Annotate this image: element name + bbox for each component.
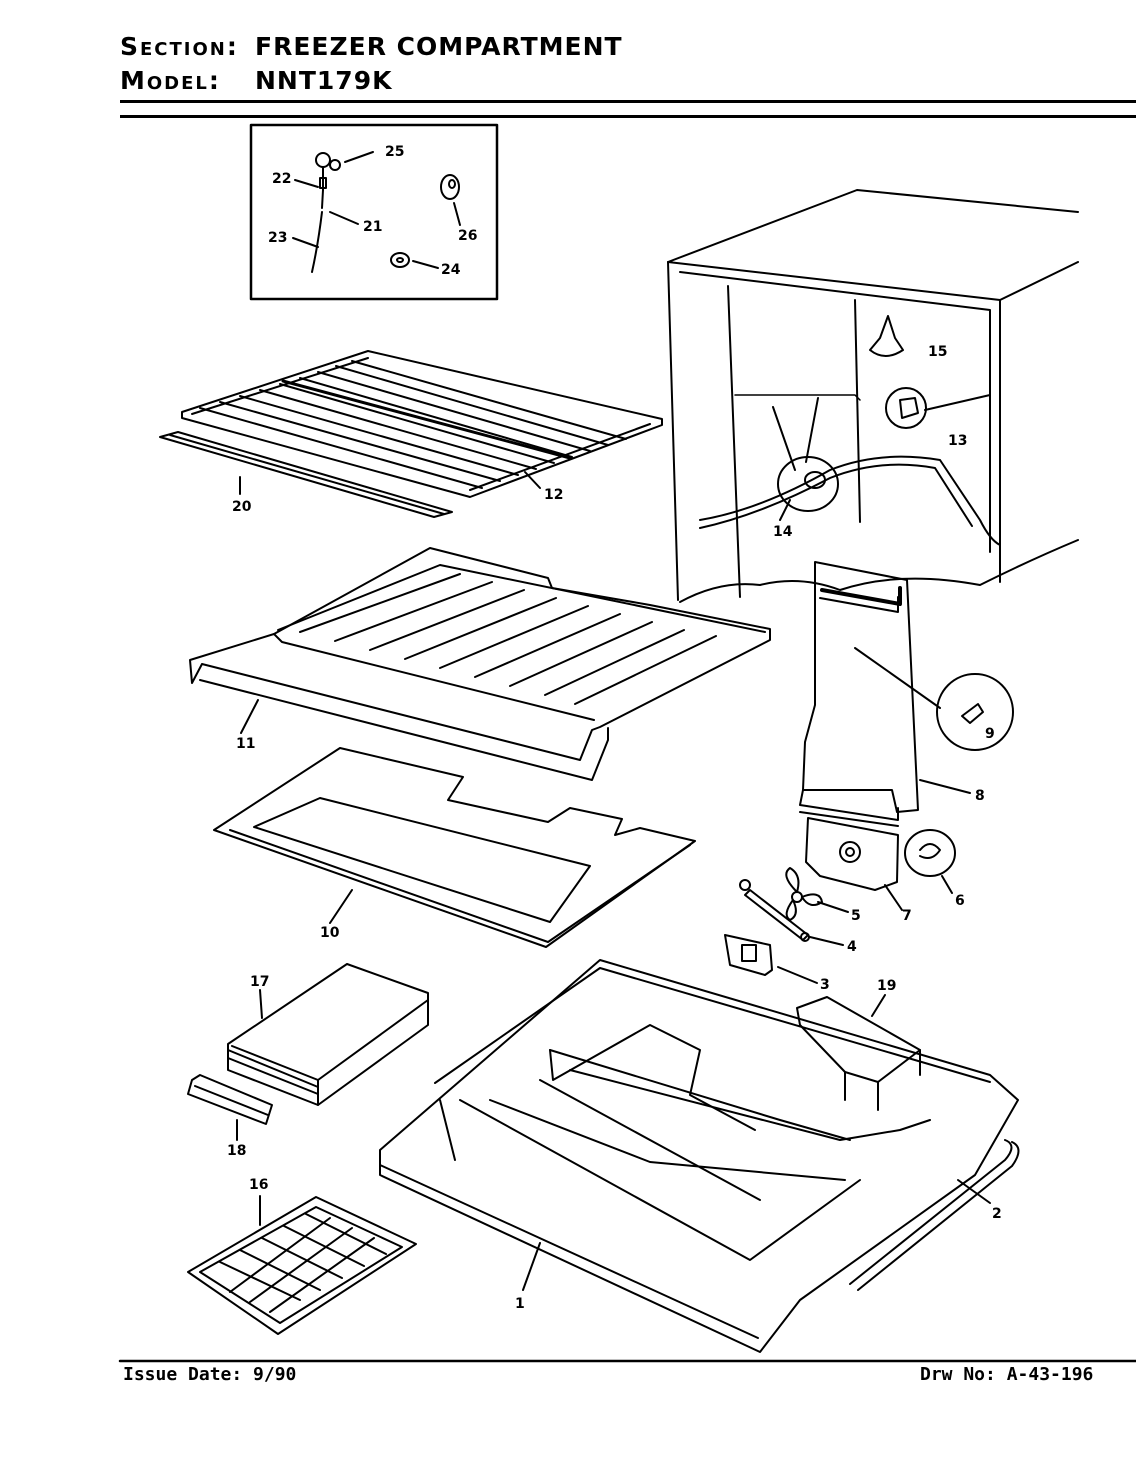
callout-12: 12 <box>544 487 563 503</box>
callout-18: 18 <box>227 1143 246 1159</box>
callout-26: 26 <box>458 228 477 244</box>
model-row: Model: NNT179K <box>120 66 391 95</box>
freezer-floor <box>379 959 1019 1353</box>
light-parts-inset <box>249 123 499 301</box>
callout-6: 6 <box>955 893 965 909</box>
callout-24: 24 <box>441 262 461 278</box>
callout-8: 8 <box>975 788 985 804</box>
fan-motor <box>724 934 773 976</box>
callout-4: 4 <box>847 939 857 955</box>
fan-bracket <box>805 817 956 891</box>
callout-16: 16 <box>249 1177 268 1193</box>
grommet-icon <box>390 252 410 268</box>
callout-22: 22 <box>272 171 291 187</box>
callout-19: 19 <box>877 978 896 994</box>
callout-numbers: 1 2 3 4 5 6 7 8 9 10 11 12 13 14 15 16 1… <box>227 144 1002 1312</box>
light-socket-icon <box>311 152 341 273</box>
callout-10: 10 <box>320 925 340 941</box>
header-rule-thick <box>120 100 1136 103</box>
fan-blade <box>785 867 823 921</box>
header-rule-thin <box>120 115 1136 118</box>
callout-3: 3 <box>820 977 830 993</box>
cover-panel <box>213 747 696 948</box>
callout-25: 25 <box>385 144 404 160</box>
evaporator-cover <box>799 561 1014 827</box>
callout-13: 13 <box>948 433 967 449</box>
section-title: FREEZER COMPARTMENT <box>255 32 623 61</box>
callout-11: 11 <box>236 736 255 752</box>
callout-1: 1 <box>515 1296 525 1312</box>
floor-trim <box>849 1139 1020 1291</box>
callout-5: 5 <box>851 908 861 924</box>
callout-7: 7 <box>902 908 912 924</box>
section-label: Section: <box>120 32 239 61</box>
callout-9: 9 <box>985 726 995 742</box>
ice-bin <box>227 963 429 1106</box>
callout-17: 17 <box>250 974 269 990</box>
leader-lines <box>236 471 991 1291</box>
callout-14: 14 <box>773 524 793 540</box>
cabinet-detail-callouts <box>772 315 991 512</box>
callout-2: 2 <box>992 1206 1002 1222</box>
callout-15: 15 <box>928 344 947 360</box>
section-row: Section: FREEZER COMPARTMENT <box>120 32 622 61</box>
callout-20: 20 <box>232 499 252 515</box>
issue-date: Issue Date: 9/90 <box>123 1364 297 1385</box>
air-duct <box>796 996 921 1111</box>
model-label: Model: <box>120 66 221 95</box>
light-bulb-icon <box>440 174 460 200</box>
ice-tray <box>187 1196 417 1335</box>
model-number: NNT179K <box>255 66 393 95</box>
callout-21: 21 <box>363 219 382 235</box>
bin-handle <box>187 1074 273 1125</box>
freezer-cabinet <box>667 189 1079 603</box>
drawing-number: Drw No: A-43-196 <box>920 1364 1094 1385</box>
shelf-rail <box>159 431 453 518</box>
callout-23: 23 <box>268 230 287 246</box>
wire-shelf <box>181 350 663 498</box>
freezer-shelf <box>189 547 771 781</box>
